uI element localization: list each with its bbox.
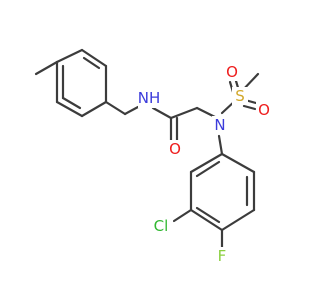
c-cl-bond xyxy=(172,208,193,223)
aromatic-inner-bond xyxy=(82,56,101,70)
s-o-double-bond xyxy=(242,104,257,111)
aromatic-inner-bond xyxy=(61,96,82,110)
carbonyl-oxygen-label: O xyxy=(169,140,181,158)
ring-bond xyxy=(189,152,224,174)
ring-bond xyxy=(80,48,108,68)
n-aryl-bond xyxy=(217,134,224,156)
carbonyl-ch2-bond xyxy=(169,106,199,120)
ch2-n-bond xyxy=(195,106,217,119)
methyl-bond xyxy=(34,60,59,76)
atom-labels: NH O N S O O Cl F xyxy=(138,63,272,265)
tolyl-ring xyxy=(34,48,108,118)
ring-bond xyxy=(220,208,256,232)
ring-bond xyxy=(80,100,108,118)
ring-bond xyxy=(55,48,84,64)
ring-bond xyxy=(55,100,84,118)
sulfur-label: S xyxy=(235,87,245,105)
sulfonamide-nitrogen-label: N xyxy=(214,116,225,134)
ring-bond xyxy=(220,152,256,174)
ring-bond xyxy=(189,208,224,232)
sulfonyl-oxygen-right-label: O xyxy=(258,101,270,119)
chlorine-label: Cl xyxy=(154,217,169,235)
amide-chain xyxy=(104,100,217,142)
aromatic-inner-bond xyxy=(195,206,221,224)
fluorine-label: F xyxy=(218,247,227,265)
n-carbonyl-bond xyxy=(151,106,173,120)
aromatic-inner-bond xyxy=(195,160,221,178)
sulfonyl-oxygen-left-label: O xyxy=(226,63,238,81)
benzyl-bond xyxy=(104,100,127,116)
nh-label: NH xyxy=(138,89,161,107)
halophenyl-ring xyxy=(172,134,256,249)
chemical-structure-diagram: NH O N S O O Cl F xyxy=(34,48,272,265)
ch2-n-bond xyxy=(123,105,140,116)
